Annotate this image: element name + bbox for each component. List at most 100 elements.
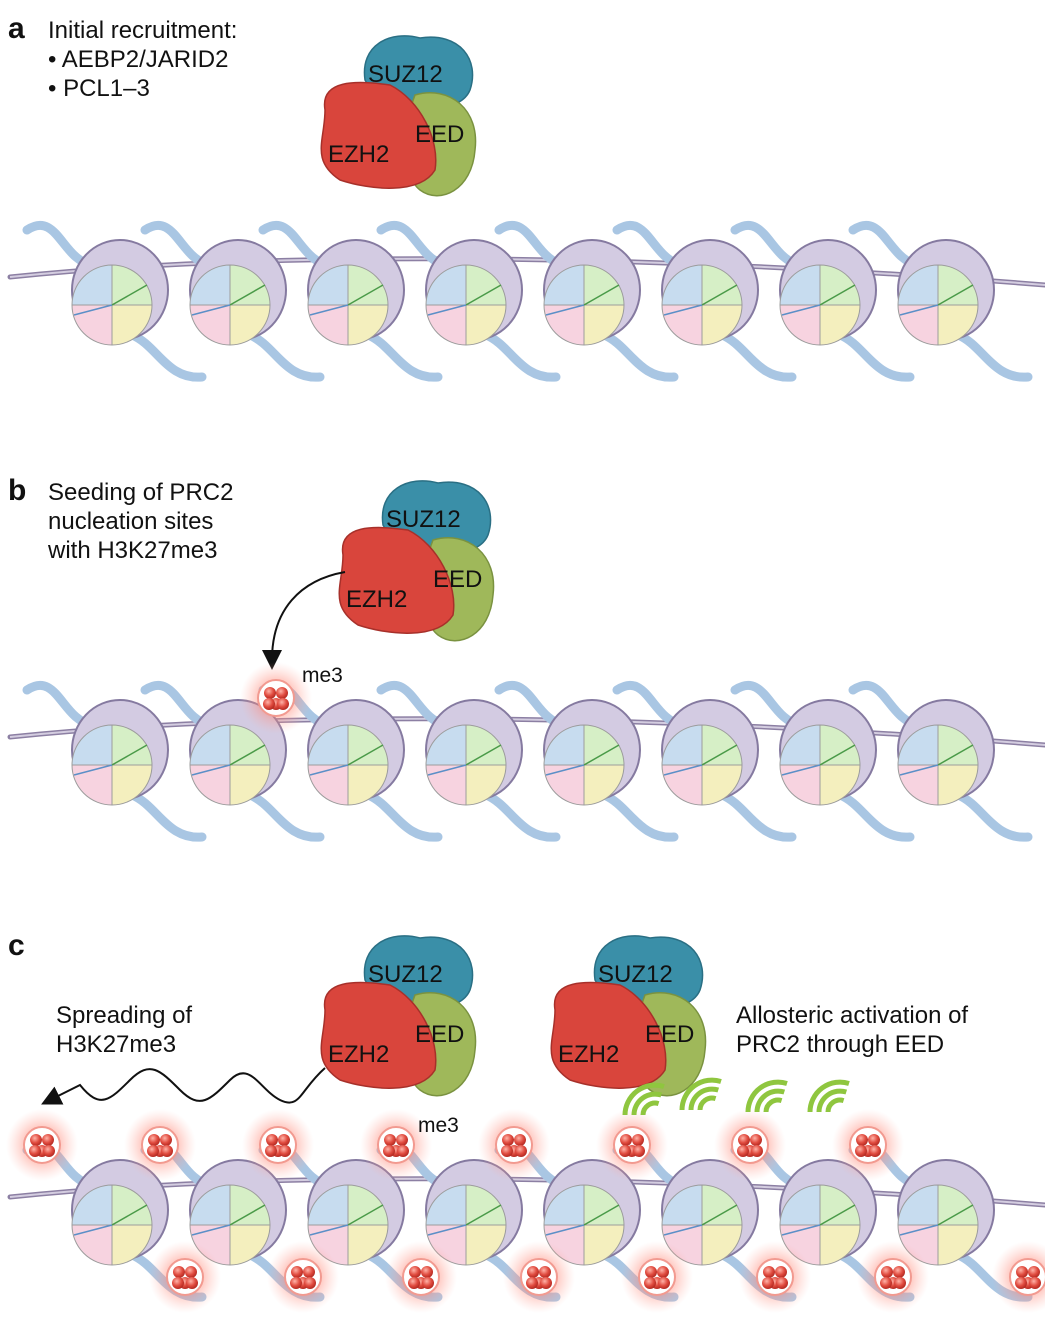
- chromatin-fiber-c-mark-top-2-ball: [278, 1134, 290, 1146]
- chromatin-fiber-c-histone-divider: [701, 1204, 738, 1226]
- chromatin-fiber-b-nucleosome: [543, 699, 641, 806]
- prc2-complex-a-eed-label: EED: [415, 121, 464, 148]
- chromatin-fiber-c-nucleosome: [189, 1159, 287, 1266]
- h3k27me3-mark-b: [240, 662, 312, 734]
- chromatin-fiber-b-histone-pink: [307, 764, 349, 806]
- chromatin-fiber-c-mark-top-3: [360, 1109, 432, 1181]
- h3k27me3-mark-b-cluster-ball: [276, 687, 288, 699]
- chromatin-fiber-b-histone-green: [583, 724, 625, 766]
- activation-arc: [763, 1097, 783, 1113]
- chromatin-fiber-c-histone-pink: [71, 1224, 113, 1266]
- chromatin-fiber-c-mark-top-0-ball: [29, 1145, 41, 1157]
- chromatin-fiber-b-dna-lower: [717, 790, 797, 842]
- chromatin-fiber-a-nucleosome: [897, 239, 995, 346]
- chromatin-fiber-c-mark-bottom-5-ball: [775, 1266, 787, 1278]
- chromatin-fiber-a-nucleosome: [71, 239, 169, 346]
- chromatin-fiber-b-histone-green: [229, 724, 271, 766]
- chromatin-fiber-b-histone-pink: [425, 764, 467, 806]
- chromatin-fiber-c-mark-top-1-ball: [147, 1145, 159, 1157]
- chromatin-fiber-b-histone-blue: [779, 724, 821, 766]
- chromatin-fiber-c-mark-top-1: [124, 1109, 196, 1181]
- chromatin-fiber-c-histone-divider: [583, 1204, 620, 1226]
- chromatin-fiber-c-mark-bottom-6-ball: [880, 1277, 892, 1289]
- chromatin-fiber-a-histone-pink: [543, 304, 585, 346]
- chromatin-fiber-b-histone-blue: [189, 724, 231, 766]
- chromatin-fiber-c-mark-bottom-7-ball: [1028, 1266, 1040, 1278]
- chromatin-fiber-a-histone-green: [465, 264, 507, 306]
- chromatin-fiber-c-nucleosome: [425, 1159, 523, 1266]
- chromatin-fiber-a-dna-lower: [481, 330, 561, 382]
- chromatin-fiber-c-mark-bottom-7-ball: [1029, 1277, 1041, 1289]
- spreading-caption-line-1: Spreading of: [56, 1002, 192, 1029]
- chromatin-fiber-a-histone-divider: [819, 284, 856, 306]
- chromatin-fiber-b-histone-pink: [779, 764, 821, 806]
- panel-b-caption-line-1: Seeding of PRC2: [48, 479, 233, 506]
- chromatin-fiber-b-histone-divider: [899, 764, 939, 776]
- chromatin-fiber-c-nucleosome: [71, 1159, 169, 1266]
- chromatin-fiber-a-histone-pink: [71, 304, 113, 346]
- chromatin-fiber-c-mark-top-2: [242, 1109, 314, 1181]
- chromatin-fiber-c-mark-top-3-ball: [396, 1134, 408, 1146]
- chromatin-fiber-b: [7, 680, 1045, 842]
- chromatin-fiber-b-histone-yellow: [819, 764, 861, 806]
- chromatin-fiber-a-histone-divider: [309, 304, 349, 316]
- chromatin-fiber-c-histone-divider: [427, 1224, 467, 1236]
- chromatin-fiber-c-mark-top-7: [832, 1109, 904, 1181]
- chromatin-fiber-c-mark-top-0-ball: [42, 1134, 54, 1146]
- chromatin-fiber-a-histone-yellow: [583, 304, 625, 346]
- chromatin-fiber-b-histone-pink: [71, 764, 113, 806]
- chromatin-fiber-c-mark-top-4: [478, 1109, 550, 1181]
- chromatin-fiber-a-nucleosome: [661, 239, 759, 346]
- activation-arc: [745, 1079, 788, 1113]
- chromatin-fiber-b-histone-yellow: [701, 764, 743, 806]
- chromatin-fiber-a-histone-divider: [663, 304, 703, 316]
- chromatin-fiber-c-histone-blue: [543, 1184, 585, 1226]
- chromatin-fiber-c-mark-top-0-ball: [43, 1145, 55, 1157]
- activation-arc: [679, 1077, 722, 1111]
- activation-arc: [807, 1079, 850, 1113]
- chromatin-fiber-a-histone-blue: [779, 264, 821, 306]
- chromatin-fiber-a-nucleosome: [189, 239, 287, 346]
- allosteric-caption-line-2: PRC2 through EED: [736, 1031, 944, 1058]
- chromatin-fiber-c-mark-top-2-ball: [279, 1145, 291, 1157]
- panel-c: c Spreading of H3K27me3 Allosteric activ…: [6, 929, 1045, 1313]
- chromatin-fiber-a-histone-green: [347, 264, 389, 306]
- chromatin-fiber-a-histone-divider: [545, 304, 585, 316]
- chromatin-fiber-c-histone-divider: [465, 1204, 502, 1226]
- chromatin-fiber-a-histone-divider: [781, 304, 821, 316]
- chromatin-fiber-c-nucleosome: [543, 1159, 641, 1266]
- chromatin-fiber-b-nucleosome: [897, 699, 995, 806]
- chromatin-fiber-c-mark-top-0: [6, 1109, 78, 1181]
- chromatin-fiber-c-mark-bottom-2: [385, 1241, 457, 1313]
- chromatin-fiber-b-histone-yellow: [465, 764, 507, 806]
- chromatin-fiber-c-histone-yellow: [819, 1224, 861, 1266]
- spreading-wavy-arrow: [41, 1067, 326, 1105]
- chromatin-fiber-b-histone-pink: [661, 764, 703, 806]
- chromatin-fiber-b-histone-yellow: [937, 764, 979, 806]
- chromatin-fiber-b-histone-blue: [307, 724, 349, 766]
- chromatin-fiber-c-mark-top-6-ball: [737, 1145, 749, 1157]
- chromatin-fiber-b-nucleosome: [425, 699, 523, 806]
- chromatin-fiber-a-histone-pink: [779, 304, 821, 346]
- h3k27me3-mark-b-cluster-ball: [264, 687, 276, 699]
- chromatin-fiber-c: [6, 1109, 1045, 1313]
- chromatin-fiber-c-mark-top-7-ball: [855, 1145, 867, 1157]
- chromatin-fiber-b-histone-green: [465, 724, 507, 766]
- chromatin-fiber-b-histone-green: [111, 724, 153, 766]
- chromatin-fiber-c-mark-bottom-5: [739, 1241, 811, 1313]
- chromatin-fiber-c-histone-green: [229, 1184, 271, 1226]
- h3k27me3-mark-b-cluster-ball: [277, 698, 289, 710]
- chromatin-fiber-a: [7, 220, 1045, 382]
- chromatin-fiber-b-dna-lower: [835, 790, 915, 842]
- chromatin-fiber-c-histone-green: [111, 1184, 153, 1226]
- chromatin-fiber-c-mark-bottom-1-ball: [303, 1266, 315, 1278]
- panel-letter-c: c: [8, 929, 25, 962]
- chromatin-fiber-a-nucleosome: [307, 239, 405, 346]
- chromatin-fiber-b-histone-yellow: [229, 764, 271, 806]
- chromatin-fiber-c-histone-divider: [309, 1224, 349, 1236]
- chromatin-fiber-c-mark-top-7-ball: [868, 1134, 880, 1146]
- activation-signals: [622, 1077, 850, 1116]
- chromatin-fiber-a-dna-lower: [245, 330, 325, 382]
- chromatin-fiber-c-histone-blue: [425, 1184, 467, 1226]
